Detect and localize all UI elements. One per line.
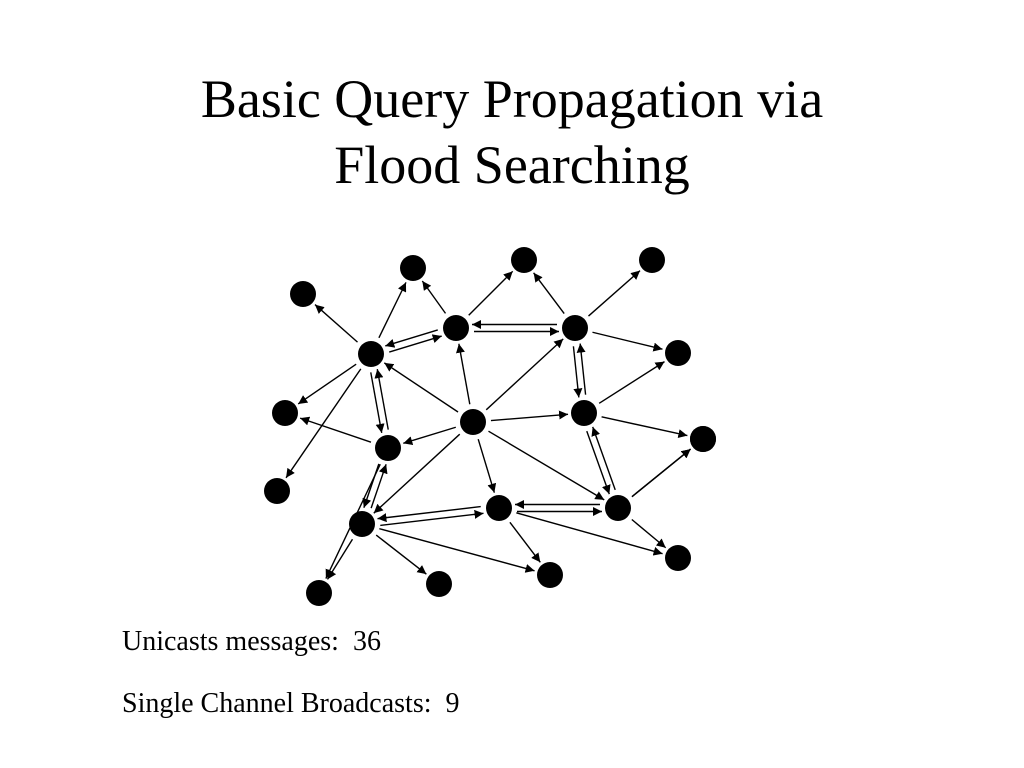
node-D [571,400,597,426]
edge-A-L1 [314,304,358,343]
edge-C-L4 [588,270,641,317]
node-L9 [306,580,332,606]
node-F [375,435,401,461]
broadcast-value: 9 [445,688,460,719]
edge-A-B [389,334,442,353]
node-L5 [272,400,298,426]
edge-E-F [403,426,456,445]
edge-D-L7 [598,361,665,404]
edge-A-L2 [378,282,407,339]
edge-I-D [591,426,616,491]
node-L12 [665,545,691,571]
edge-E-D [490,410,569,422]
unicast-stat: Unicasts messages: 36 [122,626,381,658]
broadcast-label: Single Channel Broadcasts: [122,688,432,719]
node-L6 [264,478,290,504]
edge-C-D [572,346,583,398]
edge-E-C [485,338,564,411]
edge-E-B [456,343,471,405]
broadcast-stat: Single Channel Broadcasts: 9 [122,688,460,720]
edge-I-L13 [631,448,692,498]
node-E [460,409,486,435]
edge-I-L12 [631,518,667,549]
title-line-1: Basic Query Propagation via [200,69,824,129]
edge-D-L8 [601,416,688,439]
edge-H-L12 [516,512,663,556]
node-G [349,511,375,537]
node-H [486,495,512,521]
edge-D-C [576,343,587,395]
node-L7 [665,340,691,366]
edge-H-L11 [509,521,541,563]
edge-G-H [380,509,484,527]
edge-F-A [374,368,389,430]
title-line-2: Flood Searching [334,135,690,195]
edge-F-G [362,463,380,508]
edge-A-L5 [297,363,357,405]
edge-E-I [488,430,605,501]
edge-D-I [586,430,611,495]
unicast-label: Unicasts messages: [122,626,339,657]
edge-C-L3 [533,272,565,315]
node-L13 [690,426,716,452]
edge-B-A [385,329,438,348]
edge-G-L9 [326,538,354,580]
edge-B-L3 [468,270,514,316]
node-A [358,341,384,367]
node-L3 [511,247,537,273]
edge-F-L5 [299,416,372,443]
node-L10 [426,571,452,597]
edge-H-G [377,505,481,523]
node-I [605,495,631,521]
edge-E-G [373,433,461,514]
node-C [562,315,588,341]
node-L11 [537,562,563,588]
edge-C-L7 [592,331,663,352]
node-L2 [400,255,426,281]
node-L4 [639,247,665,273]
edge-E-H [477,439,497,493]
node-L1 [290,281,316,307]
edge-A-F [370,372,385,434]
unicast-value: 36 [352,626,381,657]
slide-title: Basic Query Propagation via Flood Search… [0,66,1024,198]
edge-G-L11 [379,528,535,573]
edge-E-A [383,362,459,413]
node-layer [264,247,716,606]
edge-G-F [370,464,388,509]
edge-layer [285,270,692,580]
node-B [443,315,469,341]
edge-B-L2 [421,280,447,314]
edge-A-L6 [285,368,362,479]
edge-G-L10 [375,534,427,575]
